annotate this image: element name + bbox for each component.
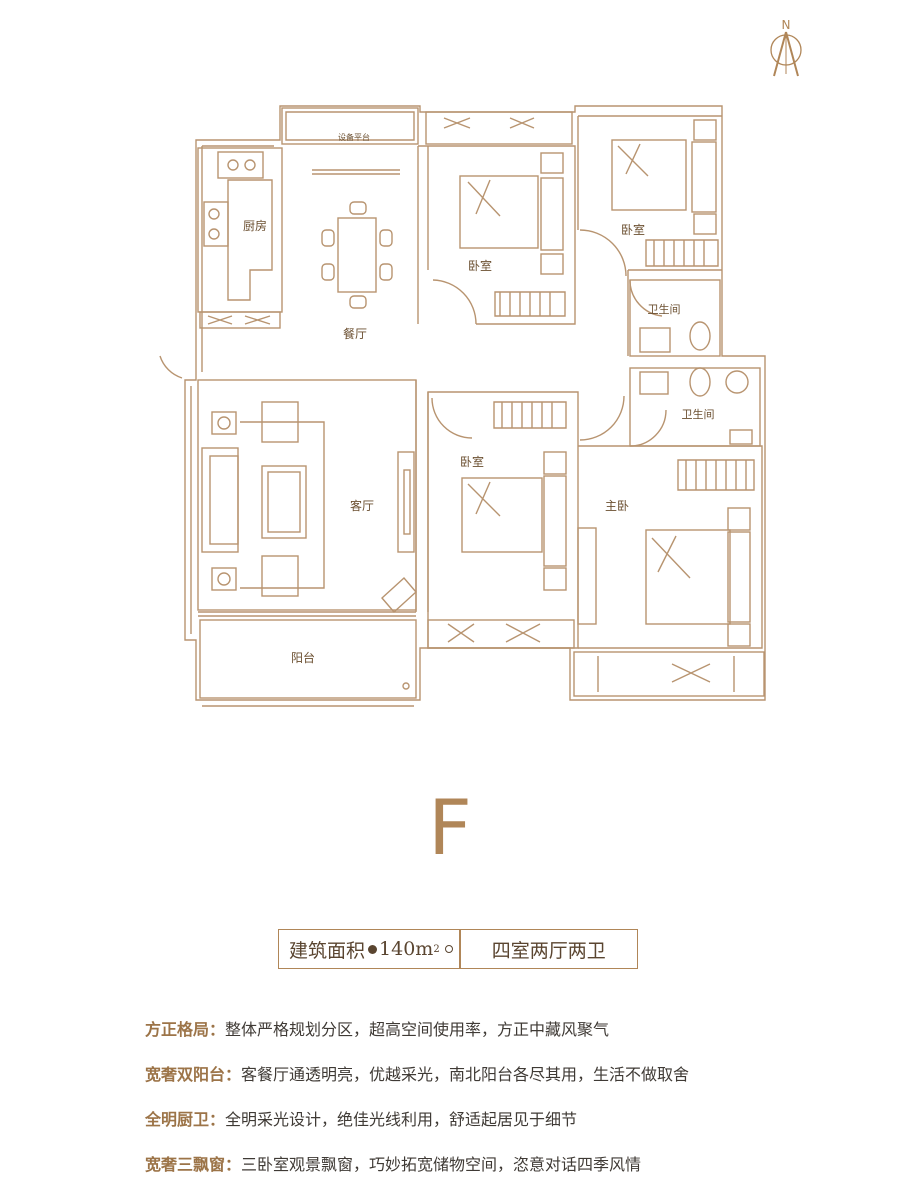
feature-text: 三卧室观景飘窗，巧妙拓宽储物空间，恣意对话四季风情: [241, 1155, 642, 1174]
bedroom2-bed: [611, 139, 687, 211]
room-label-bedroom-3: 卧室: [460, 454, 484, 469]
master-bed: [645, 529, 731, 625]
feature-title: 宽奢三飘窗：: [145, 1155, 242, 1174]
feature-list: 方正格局：整体严格规划分区，超高空间使用率，方正中藏风聚气 宽奢双阳台：客餐厅通…: [145, 1020, 885, 1200]
feature-text: 整体严格规划分区，超高空间使用率，方正中藏风聚气: [225, 1020, 610, 1039]
area-label: 建筑面积: [289, 939, 366, 962]
dining-table: [337, 217, 377, 293]
room-label-bathroom-2: 卫生间: [682, 407, 715, 421]
sofa: [201, 447, 239, 553]
balcony-room: [199, 619, 417, 699]
room-label-equipment-platform: 设备平台: [338, 132, 370, 142]
tv-cabinet: [397, 451, 415, 553]
bathroom1: [629, 279, 721, 357]
coffee-table: [261, 465, 307, 539]
bathroom2: [629, 367, 761, 447]
outer-wall: [184, 105, 766, 701]
feature-item: 方正格局：整体严格规划分区，超高空间使用率，方正中藏风聚气: [145, 1020, 885, 1040]
floor-plan: N 设备平台 厨房 餐厅 卧室 卧室 卫生间 卫生间 客厅 卧室 主卧 阳台: [159, 18, 802, 707]
room-label-balcony: 阳台: [291, 650, 315, 665]
spec-layout: 四室两厅两卫: [491, 939, 606, 962]
room-label-living: 客厅: [350, 498, 374, 513]
spec-divider: [459, 929, 461, 969]
room-label-bathroom-1: 卫生间: [648, 302, 681, 316]
feature-title: 宽奢双阳台：: [145, 1065, 242, 1084]
room-label-kitchen: 厨房: [243, 218, 267, 233]
feature-item: 宽奢双阳台：客餐厅通透明亮，优越采光，南北阳台各尽其用，生活不做取舍: [145, 1065, 885, 1085]
room-label-dining: 餐厅: [343, 326, 367, 341]
feature-text: 全明采光设计，绝佳光线利用，舒适起居见于细节: [225, 1110, 578, 1129]
compass-north-label: N: [782, 18, 791, 32]
separator-ring-icon: [445, 945, 453, 953]
feature-title: 方正格局：: [145, 1020, 226, 1039]
feature-title: 全明厨卫：: [145, 1110, 226, 1129]
room-label-bedroom-1: 卧室: [468, 258, 492, 273]
kitchen-stove: [203, 201, 229, 247]
feature-item: 宽奢三飘窗：三卧室观景飘窗，巧妙拓宽储物空间，恣意对话四季风情: [145, 1155, 885, 1175]
feature-item: 全明厨卫：全明采光设计，绝佳光线利用，舒适起居见于细节: [145, 1110, 885, 1130]
bedroom3-bed: [461, 477, 543, 553]
compass-icon: [770, 31, 802, 77]
area-value: 140m: [379, 938, 434, 960]
living-room: [197, 379, 417, 611]
equipment-platform: [281, 107, 419, 145]
unit-type-letter: F: [428, 783, 472, 872]
room-label-bedroom-2: 卧室: [621, 222, 645, 237]
room-label-master-bedroom: 主卧: [605, 499, 629, 513]
kitchen-sink: [217, 151, 264, 179]
bedroom1-bed: [459, 175, 539, 249]
bullet-dot-icon: [368, 944, 378, 954]
feature-text: 客餐厅通透明亮，优越采光，南北阳台各尽其用，生活不做取舍: [241, 1065, 690, 1084]
area-unit-sup: 2: [433, 943, 440, 955]
